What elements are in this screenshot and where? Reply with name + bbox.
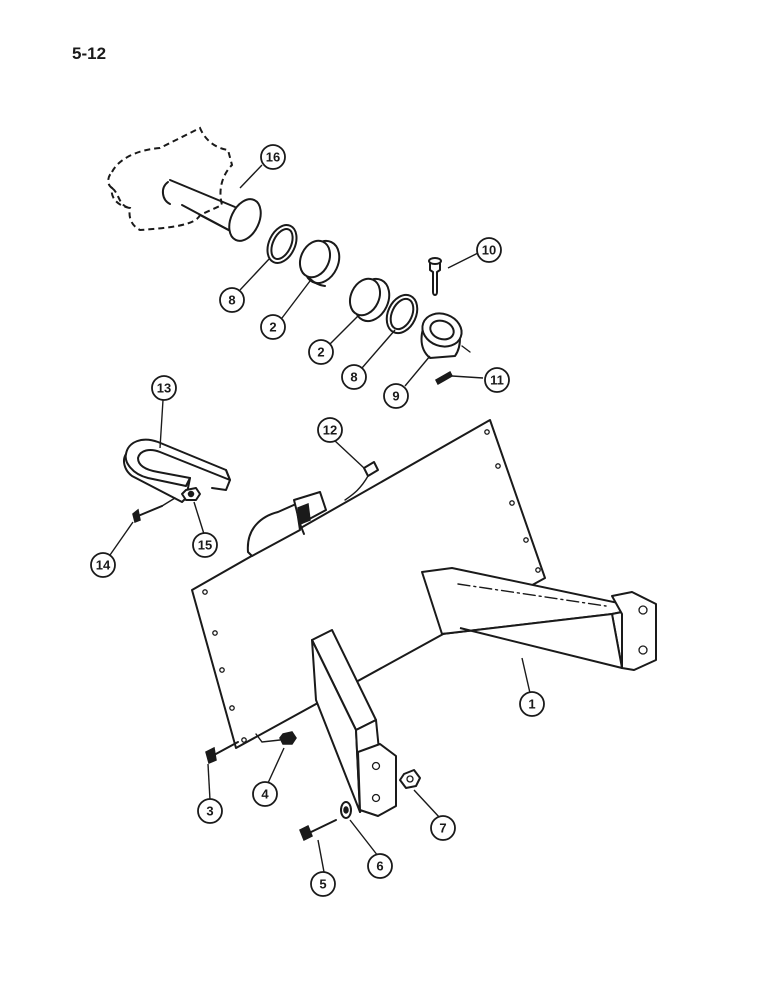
callout-label: 2 bbox=[317, 345, 324, 360]
callout-7: 7 bbox=[430, 815, 456, 841]
fitting-part bbox=[344, 461, 379, 501]
callout-label: 1 bbox=[528, 697, 535, 712]
callout-label: 13 bbox=[157, 381, 171, 396]
callout-label: 5 bbox=[319, 877, 326, 892]
callout-5: 5 bbox=[310, 871, 336, 897]
bushing-part bbox=[298, 239, 341, 287]
callout-label: 12 bbox=[323, 423, 337, 438]
page-number: 5-12 bbox=[72, 44, 107, 63]
strap-nut-part bbox=[181, 487, 201, 501]
washer-part bbox=[340, 801, 352, 819]
pin-part bbox=[428, 257, 442, 296]
callout-label: 3 bbox=[206, 804, 213, 819]
callout-label: 7 bbox=[439, 821, 446, 836]
support-leg-left bbox=[311, 629, 397, 817]
strap-bolt-part bbox=[132, 497, 176, 524]
callout-9: 9 bbox=[383, 383, 409, 409]
callout-label: 6 bbox=[376, 859, 383, 874]
main-plate bbox=[191, 419, 546, 749]
callout-1: 1 bbox=[519, 691, 545, 717]
callout-4: 4 bbox=[252, 781, 278, 807]
callout-12: 12 bbox=[317, 417, 343, 443]
callout-label: 8 bbox=[350, 370, 357, 385]
leg-bolt-part bbox=[299, 819, 337, 842]
support-leg-right bbox=[421, 567, 657, 671]
bushing-part-lower bbox=[348, 277, 391, 323]
screw-part bbox=[205, 741, 239, 765]
callout-8-lower: 8 bbox=[341, 364, 367, 390]
callout-11: 11 bbox=[484, 367, 510, 393]
leader-lines bbox=[109, 164, 531, 873]
plate-nut-part bbox=[255, 731, 297, 745]
callout-2-lower: 2 bbox=[308, 339, 334, 365]
callout-label: 4 bbox=[261, 787, 269, 802]
callout-2-upper: 2 bbox=[260, 314, 286, 340]
callout-13: 13 bbox=[151, 375, 177, 401]
callout-label: 9 bbox=[392, 389, 399, 404]
callout-label: 8 bbox=[228, 293, 235, 308]
callout-label: 10 bbox=[482, 243, 496, 258]
plate-bracket bbox=[246, 491, 327, 557]
callout-8-upper: 8 bbox=[219, 287, 245, 313]
callout-label: 15 bbox=[198, 538, 212, 553]
callout-label: 11 bbox=[490, 373, 504, 388]
roll-pin-part bbox=[435, 370, 453, 386]
callout-14: 14 bbox=[90, 552, 116, 578]
callout-10: 10 bbox=[476, 237, 502, 263]
callout-6: 6 bbox=[367, 853, 393, 879]
callout-16: 16 bbox=[260, 144, 286, 170]
axle-housing-part bbox=[107, 126, 262, 242]
u-strap-part bbox=[123, 438, 231, 503]
callout-3: 3 bbox=[197, 798, 223, 824]
callout-label: 16 bbox=[266, 150, 280, 165]
callout-label: 14 bbox=[96, 558, 111, 573]
callout-label: 2 bbox=[269, 320, 276, 335]
collar-part bbox=[420, 312, 471, 359]
leg-nut-part bbox=[399, 769, 421, 789]
callout-15: 15 bbox=[192, 532, 218, 558]
seal-ring-part bbox=[266, 224, 298, 264]
seal-ring-part-lower bbox=[385, 293, 419, 335]
